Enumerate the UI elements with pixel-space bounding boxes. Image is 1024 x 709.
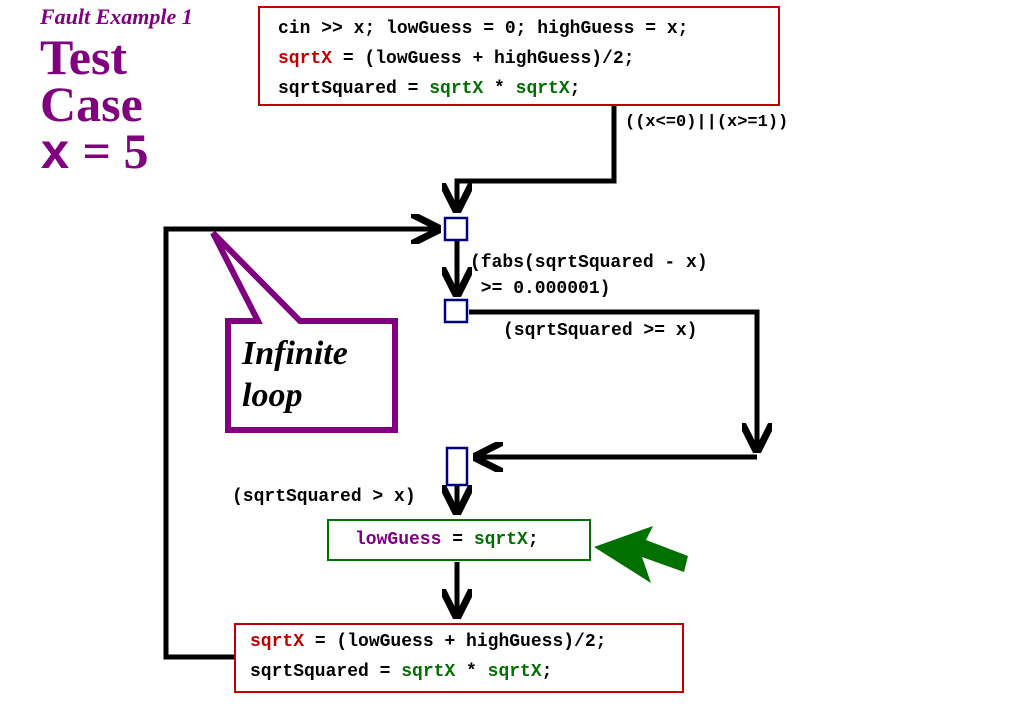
init-sqrtx-var: sqrtX bbox=[278, 49, 333, 69]
low-guess-semi: ; bbox=[527, 530, 539, 550]
title-value: = 5 bbox=[70, 123, 149, 179]
outer-condition-label: ((x<=0)||(x>=1)) bbox=[625, 113, 789, 132]
edge-ge-branch bbox=[469, 309, 757, 448]
init-sq-times: * bbox=[483, 79, 516, 99]
slide-title: Test Case x = 5 bbox=[40, 29, 149, 181]
init-sq-semi: ; bbox=[569, 79, 581, 99]
update-line-2: sqrtSquared = sqrtX * sqrtX; bbox=[250, 657, 682, 687]
title-line-3: x = 5 bbox=[40, 126, 149, 181]
update-sqrtx-expr: = (lowGuess + highGuess)/2; bbox=[304, 632, 607, 652]
init-sq-lhs: sqrtSquared = bbox=[278, 79, 430, 99]
low-guess-value: sqrtX bbox=[473, 530, 528, 550]
slide-subtitle: Fault Example 1 bbox=[40, 4, 193, 29]
init-code-block: cin >> x; lowGuess = 0; highGuess = x; s… bbox=[258, 6, 780, 106]
init-line-1: cin >> x; lowGuess = 0; highGuess = x; bbox=[278, 19, 689, 39]
init-sq-op2: sqrtX bbox=[515, 79, 570, 99]
callout-line-2: loop bbox=[242, 377, 303, 414]
edge-loop-back bbox=[163, 229, 436, 660]
gt-condition-label: (sqrtSquared > x) bbox=[232, 487, 416, 507]
init-sq-op1: sqrtX bbox=[429, 79, 484, 99]
callout-text: Infinite loop bbox=[242, 333, 348, 417]
title-variable: x bbox=[40, 127, 71, 184]
update-sq-op2: sqrtX bbox=[487, 662, 542, 682]
title-line-1: Test bbox=[40, 29, 128, 85]
edge-init-to-loop bbox=[457, 106, 617, 208]
update-sq-semi: ; bbox=[541, 662, 553, 682]
update-line-1: sqrtX = (lowGuess + highGuess)/2; bbox=[250, 627, 682, 657]
low-guess-block: lowGuess = sqrtX; bbox=[327, 519, 591, 561]
ge-condition-label: (sqrtSquared >= x) bbox=[503, 321, 698, 341]
title-line-2: Case bbox=[40, 76, 143, 132]
init-line-2: sqrtX = (lowGuess + highGuess)/2; bbox=[278, 44, 778, 74]
init-line-3: sqrtSquared = sqrtX * sqrtX; bbox=[278, 74, 778, 104]
update-sq-op1: sqrtX bbox=[401, 662, 456, 682]
callout-line-1: Infinite bbox=[242, 335, 348, 372]
init-sqrtx-expr: = (lowGuess + highGuess)/2; bbox=[332, 49, 635, 69]
update-sq-lhs: sqrtSquared = bbox=[250, 662, 402, 682]
low-guess-var: lowGuess bbox=[355, 530, 442, 550]
low-guess-line: lowGuess = sqrtX; bbox=[355, 525, 589, 555]
loop-condition-label: (fabs(sqrtSquared - x) >= 0.000001) bbox=[470, 253, 708, 299]
loop-node bbox=[443, 216, 469, 242]
callout-bubble bbox=[210, 230, 398, 433]
update-sqrtx-var: sqrtX bbox=[250, 632, 305, 652]
low-guess-assign: = bbox=[441, 530, 474, 550]
update-code-block: sqrtX = (lowGuess + highGuess)/2; sqrtSq… bbox=[234, 623, 684, 693]
cond-node bbox=[443, 298, 469, 324]
merge-node bbox=[445, 446, 469, 487]
update-sq-times: * bbox=[455, 662, 488, 682]
fault-pointer-arrow bbox=[594, 526, 688, 583]
